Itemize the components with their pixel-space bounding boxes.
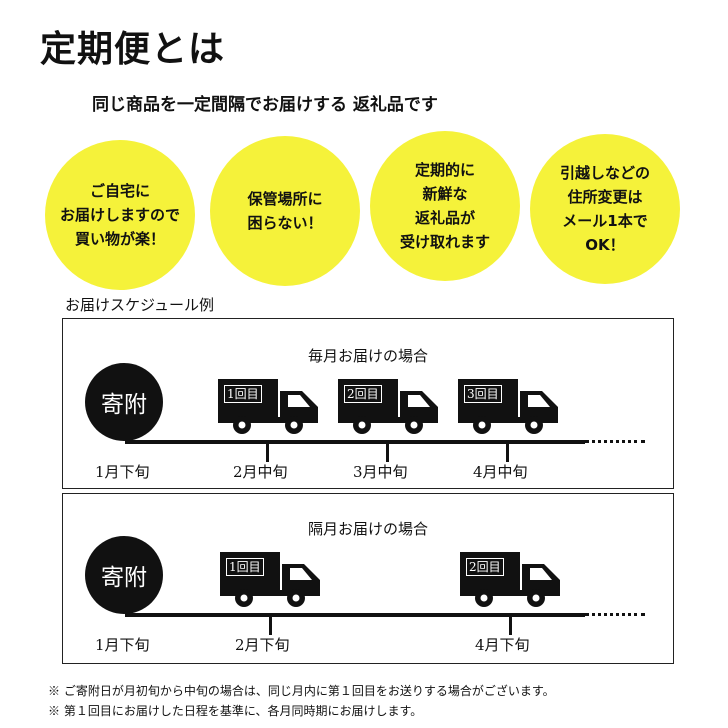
- timeline-date: 2月下旬: [235, 636, 290, 654]
- timeline-line: [125, 613, 585, 617]
- delivery-count-label: 2回目: [466, 558, 504, 576]
- delivery-count-label: 3回目: [464, 385, 502, 403]
- schedule-label: お届けスケジュール例: [65, 296, 214, 314]
- feature-circle-address-change: 引越しなどの 住所変更は メール1本で OK！: [530, 134, 680, 284]
- timeline-continuation: [585, 613, 645, 616]
- feature-circle-storage: 保管場所に 困らない！: [210, 136, 360, 286]
- feature-circle-convenience: ご自宅に お届けしますので 買い物が楽！: [45, 140, 195, 290]
- timeline-tick: [269, 615, 272, 635]
- delivery-count-label: 2回目: [344, 385, 382, 403]
- timeline-date: 4月下旬: [475, 636, 530, 654]
- donation-badge: 寄附: [85, 363, 163, 441]
- timeline-tick: [386, 442, 389, 462]
- timeline-line: [125, 440, 585, 444]
- page-subtitle: 同じ商品を一定間隔でお届けする 返礼品です: [92, 95, 438, 115]
- timeline-date: 1月下旬: [95, 636, 150, 654]
- donation-badge: 寄附: [85, 536, 163, 614]
- truck-icon: 2回目: [460, 552, 562, 608]
- truck-icon: 2回目: [338, 379, 440, 435]
- truck-icon: 3回目: [458, 379, 560, 435]
- timeline-date: 3月中旬: [353, 463, 408, 481]
- truck-icon: 1回目: [218, 379, 320, 435]
- timeline-tick: [266, 442, 269, 462]
- monthly-panel-title: 毎月お届けの場合: [307, 347, 428, 365]
- truck-icon: 1回目: [220, 552, 322, 608]
- footnote: ※ 第１回目にお届けした日程を基準に、各月同時期にお届けします。: [48, 704, 423, 718]
- feature-circle-fresh: 定期的に 新鮮な 返礼品が 受け取れます: [370, 131, 520, 281]
- timeline-tick: [509, 615, 512, 635]
- timeline-date: 4月中旬: [473, 463, 528, 481]
- bimonthly-panel: 隔月お届けの場合 寄附 1回目 2回目 1月下旬 2月下旬 4月下旬: [62, 493, 674, 664]
- monthly-panel: 毎月お届けの場合 寄附 1回目 2回目: [62, 318, 674, 489]
- timeline-date: 2月中旬: [233, 463, 288, 481]
- bimonthly-panel-title: 隔月お届けの場合: [307, 520, 428, 538]
- timeline-date: 1月下旬: [95, 463, 150, 481]
- timeline-tick: [506, 442, 509, 462]
- delivery-count-label: 1回目: [224, 385, 262, 403]
- page-title: 定期便とは: [40, 29, 226, 70]
- footnote: ※ ご寄附日が月初旬から中旬の場合は、同じ月内に第１回目をお送りする場合がござい…: [48, 684, 555, 698]
- delivery-count-label: 1回目: [226, 558, 264, 576]
- timeline-continuation: [585, 440, 645, 443]
